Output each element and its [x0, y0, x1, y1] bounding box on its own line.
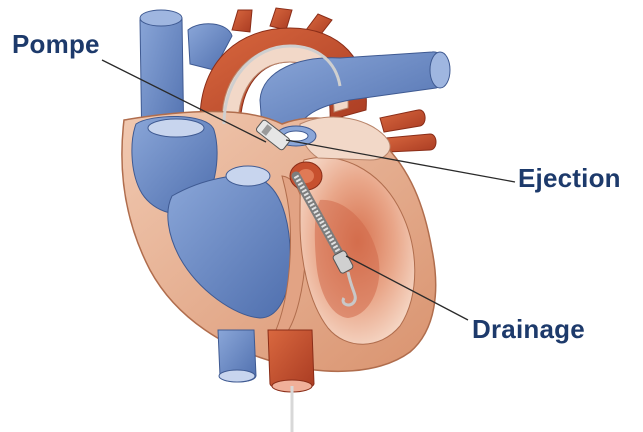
ejection-label: Ejection	[518, 163, 621, 194]
inferior-vena-cava	[218, 330, 256, 382]
pompe-label: Pompe	[12, 29, 100, 60]
drainage-label: Drainage	[472, 314, 585, 345]
descending-aorta	[268, 330, 314, 392]
